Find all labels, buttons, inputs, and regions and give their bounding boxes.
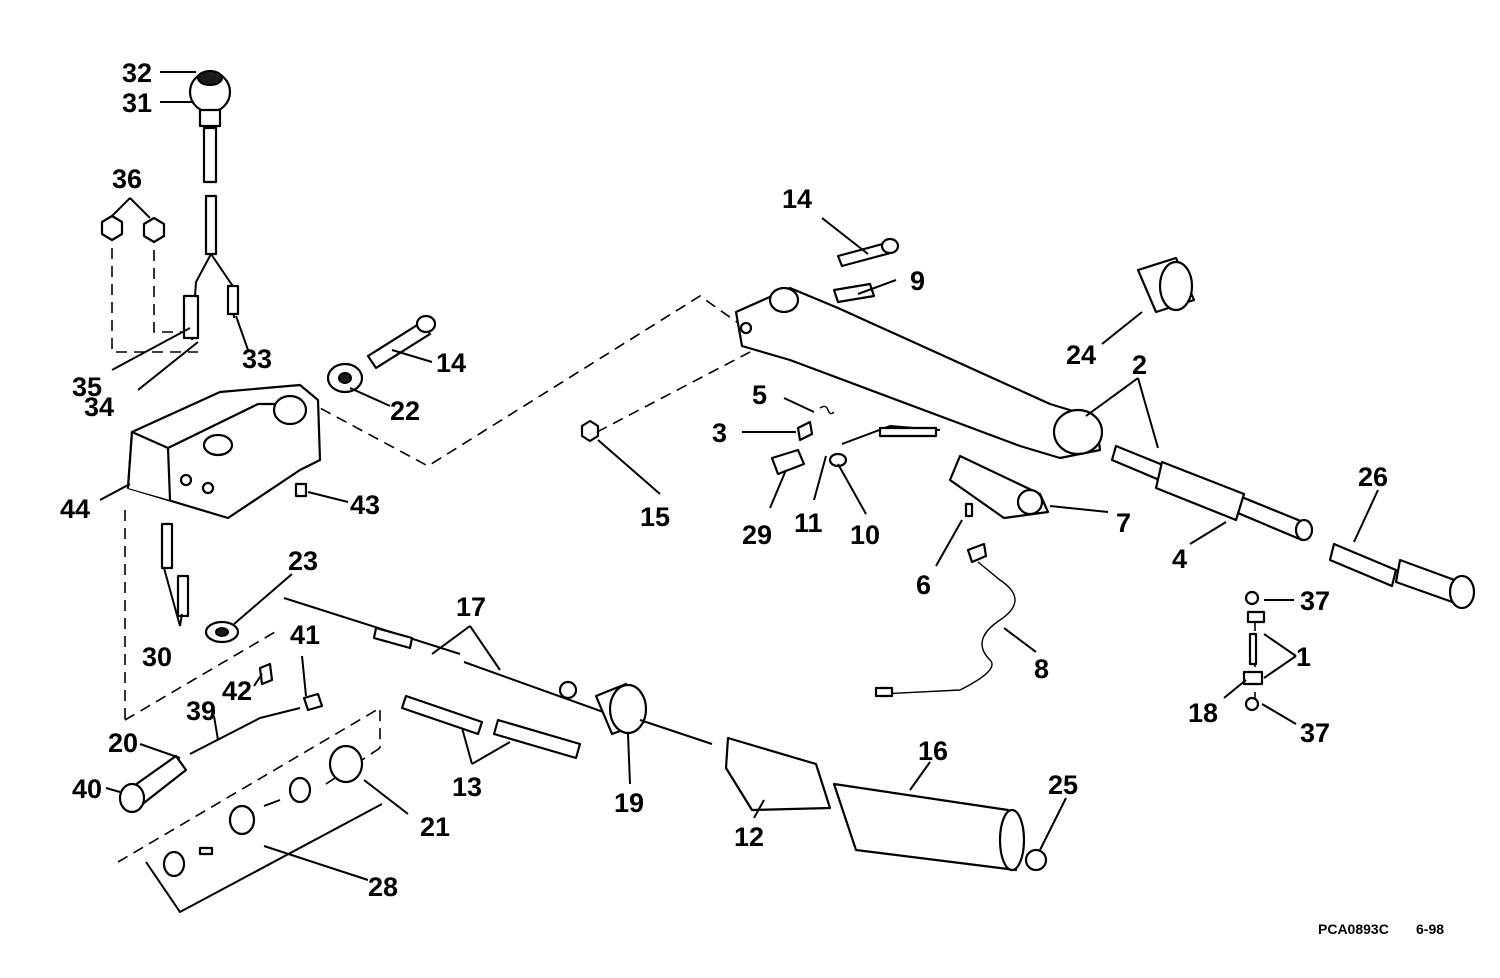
label-11: 11 bbox=[794, 508, 823, 538]
label-33: 33 bbox=[242, 344, 272, 374]
label-7: 7 bbox=[1116, 508, 1131, 538]
label-29: 29 bbox=[742, 520, 772, 550]
label-43: 43 bbox=[350, 490, 380, 520]
figure-reference: PCA0893C 6-98 bbox=[1318, 921, 1444, 937]
label-23: 23 bbox=[288, 546, 318, 576]
bracket-44 bbox=[126, 383, 322, 520]
label-19: 19 bbox=[614, 788, 644, 818]
label-39: 39 bbox=[186, 696, 216, 726]
label-34: 34 bbox=[84, 392, 114, 422]
label-15: 15 bbox=[640, 502, 670, 532]
label-1: 1 bbox=[1296, 642, 1311, 672]
label-2: 2 bbox=[1132, 350, 1147, 380]
label-44: 44 bbox=[60, 494, 90, 524]
label-30: 30 bbox=[142, 642, 172, 672]
label-31: 31 bbox=[122, 88, 152, 118]
label-3: 3 bbox=[712, 418, 727, 448]
middle-hardware bbox=[580, 405, 1050, 698]
bolt-14-left bbox=[326, 314, 437, 394]
label-5: 5 bbox=[752, 380, 767, 410]
label-14-left: 14 bbox=[436, 348, 466, 378]
pins-1-18-37 bbox=[1242, 590, 1266, 712]
lower-left-hardware bbox=[118, 662, 383, 914]
leader-lines bbox=[99, 71, 1379, 881]
label-36: 36 bbox=[112, 164, 142, 194]
label-35: 35 bbox=[72, 372, 102, 402]
stop-switch-assembly bbox=[182, 70, 240, 341]
label-26: 26 bbox=[1358, 462, 1388, 492]
shaft-4 bbox=[1110, 444, 1314, 542]
tiller-arm bbox=[734, 237, 1104, 460]
nuts-36 bbox=[100, 214, 166, 244]
figure-date: 6-98 bbox=[1416, 921, 1444, 937]
small-hardware bbox=[160, 482, 308, 644]
part-labels: 32 31 36 35 34 33 44 43 22 14 14 9 24 2 … bbox=[60, 58, 1388, 902]
label-32: 32 bbox=[122, 58, 152, 88]
label-13: 13 bbox=[452, 772, 482, 802]
label-21: 21 bbox=[420, 812, 450, 842]
label-16: 16 bbox=[918, 736, 948, 766]
label-41: 41 bbox=[290, 620, 320, 650]
label-12: 12 bbox=[734, 822, 764, 852]
label-22: 22 bbox=[390, 396, 420, 426]
label-25: 25 bbox=[1048, 770, 1078, 800]
label-6: 6 bbox=[916, 570, 931, 600]
cable-17 bbox=[283, 597, 621, 719]
label-14-right: 14 bbox=[782, 184, 812, 214]
bushing-24 bbox=[1136, 256, 1196, 314]
label-42: 42 bbox=[222, 676, 252, 706]
label-4: 4 bbox=[1172, 544, 1187, 574]
housing-26 bbox=[1328, 542, 1476, 610]
friction-19 bbox=[594, 682, 713, 745]
label-24: 24 bbox=[1066, 340, 1096, 370]
label-17: 17 bbox=[456, 592, 486, 622]
label-20: 20 bbox=[108, 728, 138, 758]
label-37-top: 37 bbox=[1300, 586, 1330, 616]
label-40: 40 bbox=[72, 774, 102, 804]
label-9: 9 bbox=[910, 266, 925, 296]
figure-code: PCA0893C bbox=[1318, 921, 1389, 937]
tubes-13 bbox=[400, 694, 582, 760]
grip-12 bbox=[724, 736, 832, 812]
grip-16 bbox=[832, 782, 1048, 872]
label-8: 8 bbox=[1034, 654, 1049, 684]
label-28: 28 bbox=[368, 872, 398, 902]
label-10: 10 bbox=[850, 520, 880, 550]
label-37-bottom: 37 bbox=[1300, 718, 1330, 748]
label-18: 18 bbox=[1188, 698, 1218, 728]
